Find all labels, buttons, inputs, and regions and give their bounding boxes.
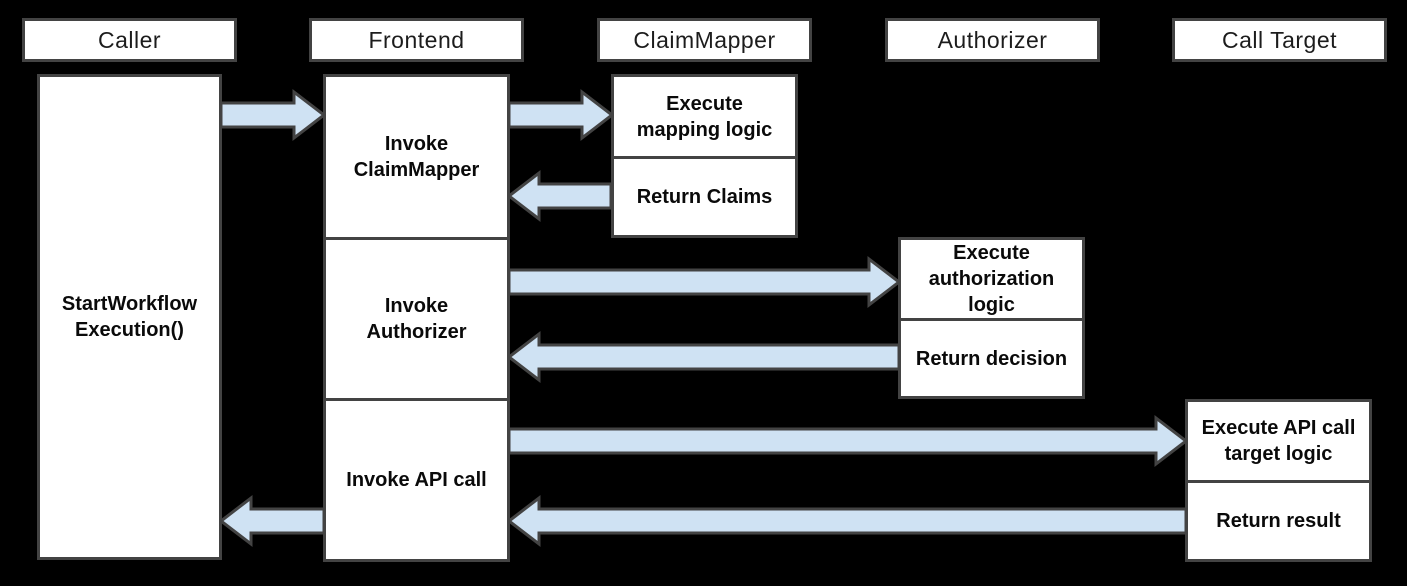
arrow-calltarget-to-frontend — [506, 494, 1188, 548]
calltarget-box: Execute API call target logic Return res… — [1185, 399, 1372, 562]
arrow-frontend-to-calltarget — [507, 414, 1189, 468]
arrow-caller-to-frontend — [219, 88, 327, 142]
lane-label-claimmapper: ClaimMapper — [633, 26, 776, 53]
claimmapper-step-execute: Execute mapping logic — [636, 92, 773, 141]
lane-header-authorizer: Authorizer — [885, 18, 1100, 62]
claimmapper-step-return: Return Claims — [614, 156, 795, 235]
lane-header-calltarget: Call Target — [1172, 18, 1387, 62]
arrow-frontend-to-claimmapper — [507, 88, 615, 142]
lane-header-frontend: Frontend — [309, 18, 524, 62]
arrow-frontend-to-caller — [218, 494, 326, 548]
calltarget-step-execute: Execute API call target logic — [1201, 417, 1356, 465]
frontend-step-invoke-claimmapper: Invoke ClaimMapper — [353, 133, 480, 181]
lane-label-authorizer: Authorizer — [937, 26, 1048, 53]
authorizer-step-execute: Execute authorization logic — [928, 242, 1055, 316]
caller-activation-label: StartWorkflow Execution() — [61, 293, 198, 341]
claimmapper-box: Execute mapping logic Return Claims — [611, 74, 798, 238]
frontend-step-invoke-authorizer: Invoke Authorizer — [326, 237, 507, 398]
frontend-activation-box: Invoke ClaimMapper Invoke Authorizer Inv… — [323, 74, 510, 562]
lane-header-caller: Caller — [22, 18, 237, 62]
lane-label-calltarget: Call Target — [1221, 26, 1338, 53]
arrow-claimmapper-to-frontend — [506, 169, 613, 223]
lane-header-claimmapper: ClaimMapper — [597, 18, 812, 62]
authorizer-step-return: Return decision — [901, 318, 1082, 396]
lane-label-frontend: Frontend — [368, 26, 465, 53]
arrow-frontend-to-authorizer — [507, 255, 902, 309]
arrow-authorizer-to-frontend — [506, 330, 901, 384]
frontend-step-invoke-api-call: Invoke API call — [326, 398, 507, 559]
calltarget-step-return: Return result — [1188, 480, 1369, 559]
lane-label-caller: Caller — [97, 26, 162, 53]
caller-activation-box: StartWorkflow Execution() — [37, 74, 222, 560]
authorizer-box: Execute authorization logic Return decis… — [898, 237, 1085, 399]
